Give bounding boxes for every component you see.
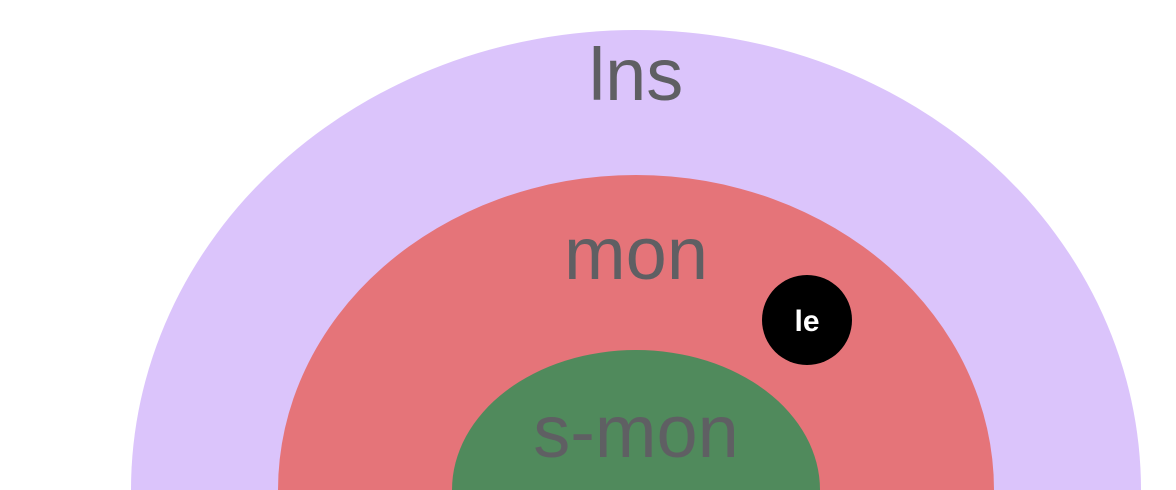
ring-middle-label: mon [564, 212, 708, 295]
ring-inner-label: s-mon [533, 390, 739, 473]
ring-middle-shape [278, 175, 994, 490]
ring-outer-label: lns [589, 33, 684, 116]
ring-inner-shape [452, 350, 820, 490]
marker-circle [762, 275, 852, 365]
marker-label: le [794, 305, 819, 338]
ring-middle: mon [278, 175, 994, 490]
marker-node: le [762, 275, 852, 365]
ring-inner: s-mon [452, 350, 820, 490]
